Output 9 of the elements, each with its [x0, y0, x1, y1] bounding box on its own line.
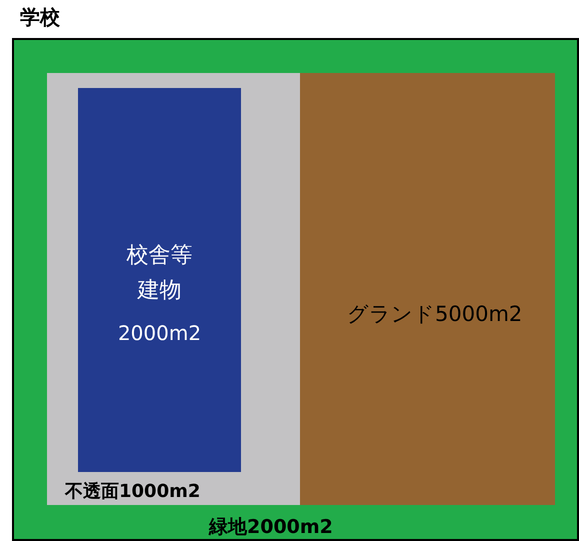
area-label: 緑地2000m2: [209, 515, 333, 540]
area-label: 2000m2: [118, 321, 202, 345]
title-text: 学校: [20, 4, 60, 31]
building-area: [78, 88, 241, 472]
playground-area: [300, 73, 555, 505]
area-label: グランド5000m2: [347, 301, 522, 328]
paved-area: [47, 73, 300, 505]
area-label: 不透面1000m2: [65, 480, 200, 503]
area-label: 校舎等建物: [126, 242, 194, 306]
